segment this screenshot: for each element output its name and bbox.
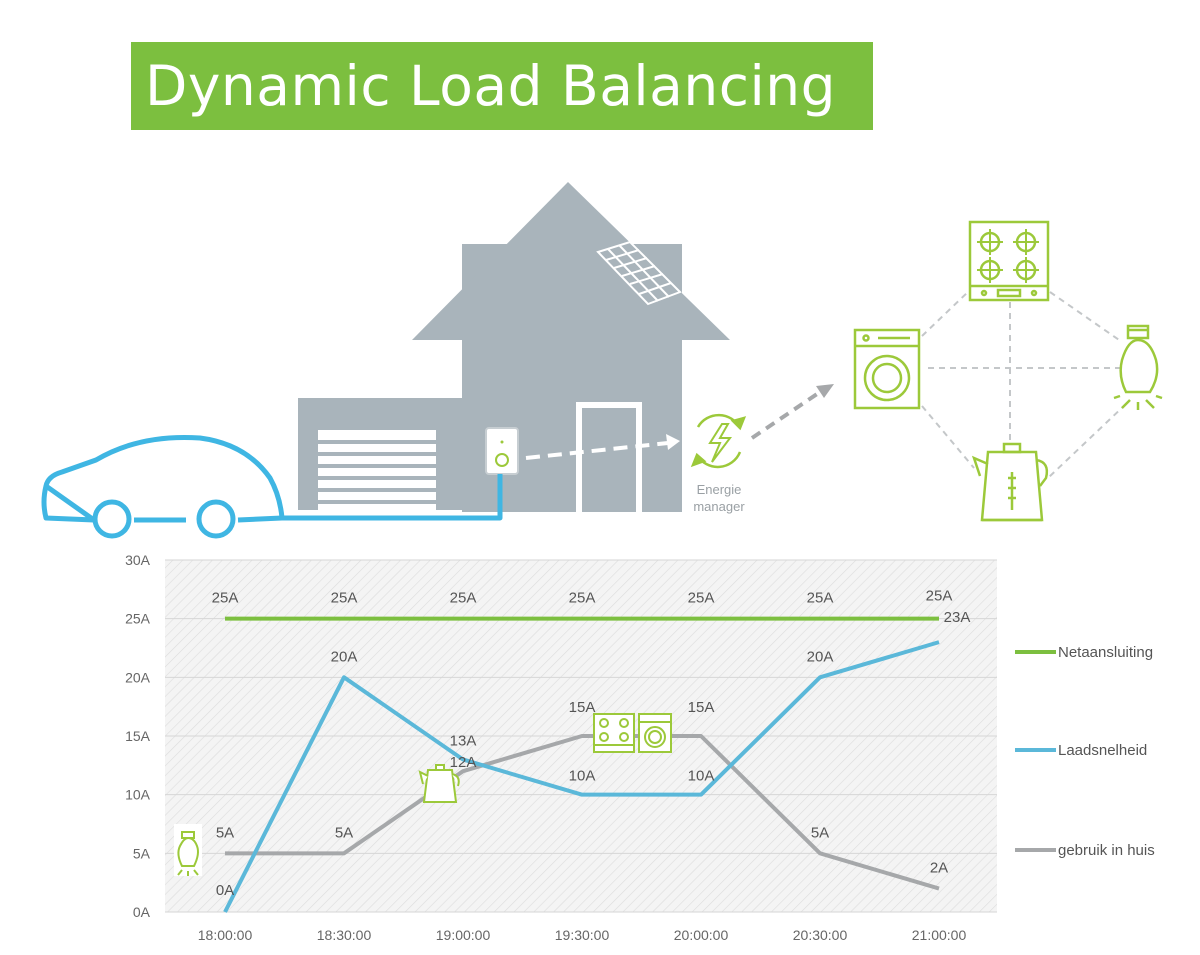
x-tick-label: 19:30:00 [555, 927, 610, 943]
dashed-arrow-icon [525, 434, 680, 460]
y-tick-label: 0A [133, 904, 151, 920]
light-bulb-icon [1113, 324, 1163, 410]
data-label: 15A [688, 699, 715, 716]
data-label: 25A [807, 590, 834, 607]
data-label: 25A [450, 590, 477, 607]
data-labels: 25A 25A 25A 25A 25A 25A 25A 0A 20A 13A 10A 10A 20A 23… [212, 588, 971, 899]
data-label: 25A [212, 590, 239, 607]
series-line-2 [225, 734, 940, 891]
data-label: 13A [450, 732, 477, 749]
y-tick-label: 30A [125, 552, 151, 568]
data-label: 25A [569, 590, 596, 607]
y-tick-label: 20A [125, 669, 151, 685]
data-label: 10A [569, 768, 596, 785]
chart-washing-machine-icon [638, 713, 672, 753]
kettle-icon [971, 442, 1049, 522]
garage-icon [298, 398, 464, 510]
x-tick-label: 20:30:00 [793, 927, 848, 943]
series-line-1 [223, 640, 940, 913]
gray-dashed-arrow-icon [750, 384, 834, 440]
data-label: 25A [688, 590, 715, 607]
x-tick-label: 18:30:00 [317, 927, 372, 943]
chart-light-bulb-icon [174, 824, 202, 876]
energy-manager-label-2: manager [693, 499, 745, 514]
y-tick-label: 15A [125, 728, 151, 744]
chart-kettle-icon [418, 764, 460, 803]
data-label: 2A [930, 860, 948, 877]
data-label: 20A [807, 648, 834, 665]
data-label: 20A [331, 648, 358, 665]
chart-annotation-icons [174, 713, 672, 876]
x-tick-label: 18:00:00 [198, 927, 253, 943]
y-tick-label: 25A [125, 611, 151, 627]
data-label: 0A [216, 882, 234, 899]
x-tick-label: 20:00:00 [674, 927, 729, 943]
y-tick-label: 5A [133, 845, 151, 861]
solar-panel-icon [596, 240, 682, 306]
data-label: 10A [688, 768, 715, 785]
washing-machine-icon [853, 328, 921, 410]
legend-label: Laadsnelheid [1058, 742, 1147, 759]
x-axis: 18:00:00 18:30:00 19:00:00 19:30:00 20:00:00… [198, 927, 967, 943]
appliance-network [921, 289, 1127, 479]
data-label: 25A [926, 588, 953, 605]
car-icon [41, 435, 503, 539]
x-tick-label: 19:00:00 [436, 927, 491, 943]
data-label: 5A [335, 824, 353, 841]
data-label: 15A [569, 699, 596, 716]
y-tick-label: 10A [125, 787, 151, 803]
series-lines [223, 616, 940, 913]
page-title: Dynamic Load Balancing [145, 54, 837, 118]
data-label: 5A [216, 824, 234, 841]
legend-label: gebruik in huis [1058, 842, 1155, 859]
data-label: 12A [450, 754, 477, 771]
energy-manager-icon [690, 413, 747, 469]
x-tick-label: 21:00:00 [912, 927, 967, 943]
title-banner: Dynamic Load Balancing [131, 42, 873, 130]
data-label: 5A [811, 824, 829, 841]
data-label: 23A [944, 609, 971, 626]
y-axis: 0A 5A 10A 15A 20A 25A 30A [125, 552, 151, 920]
data-label: 25A [331, 590, 358, 607]
legend-label: Netaansluiting [1058, 644, 1153, 661]
stove-icon [968, 220, 1050, 302]
energy-manager-label: Energie [697, 482, 742, 497]
charger-icon [485, 427, 519, 475]
chart-stove-icon [593, 713, 635, 753]
illustration: Energie manager [41, 182, 1163, 539]
